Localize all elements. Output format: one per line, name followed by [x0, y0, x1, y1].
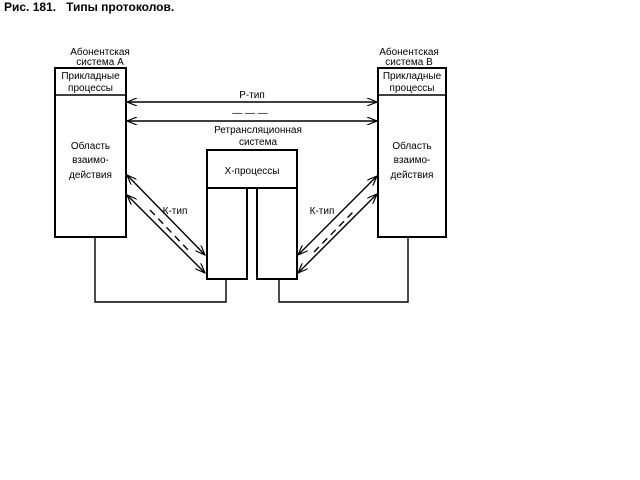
system-a-main-line3: действия — [69, 170, 112, 181]
system-b-caption-line1: Абонентская — [379, 46, 439, 58]
p-type-label: Р-тип — [239, 90, 265, 101]
dashed-label: — — — — [232, 108, 268, 119]
k-type-left-arrow-lower — [127, 195, 205, 273]
system-a-main-line2: взаимо- — [72, 155, 109, 166]
system-b-main-line1: Область — [392, 140, 431, 152]
figure-title: Рис. 181. Типы протоколов. — [4, 0, 175, 14]
system-b-caption-line2: система В — [385, 57, 433, 68]
system-a-box — [54, 67, 127, 238]
system-a-main-line1: Область — [71, 140, 110, 152]
system-b-top-line2: процессы — [390, 83, 435, 94]
lower-link-right — [278, 237, 409, 303]
system-a-top-line1: Прикладные — [61, 71, 120, 82]
relay-system-caption-line1: Ретрансляционная — [214, 125, 302, 136]
relay-right-column — [256, 187, 298, 280]
k-type-right-arrow-lower — [298, 194, 377, 273]
system-a-top-line2: процессы — [68, 83, 113, 94]
system-b-box — [377, 67, 447, 238]
system-a-caption-line2: система А — [76, 57, 124, 68]
k-type-left-dashed-line — [149, 209, 191, 253]
relay-process-label: Х-процессы — [225, 166, 280, 177]
system-b-main-line3: действия — [391, 170, 434, 181]
system-b-main-line2: взаимо- — [394, 155, 431, 166]
relay-system-caption-line2: система — [239, 137, 277, 148]
relay-left-column — [206, 187, 248, 280]
relay-process-box — [206, 149, 298, 189]
lower-link-left — [94, 237, 227, 303]
system-b-top-line1: Прикладные — [383, 71, 442, 82]
k-type-right-dashed-line — [313, 211, 354, 253]
k-type-right-label: К-тип — [310, 206, 335, 217]
k-type-left-label: К-тип — [163, 206, 188, 217]
system-a-caption-line1: Абонентская — [70, 46, 130, 58]
